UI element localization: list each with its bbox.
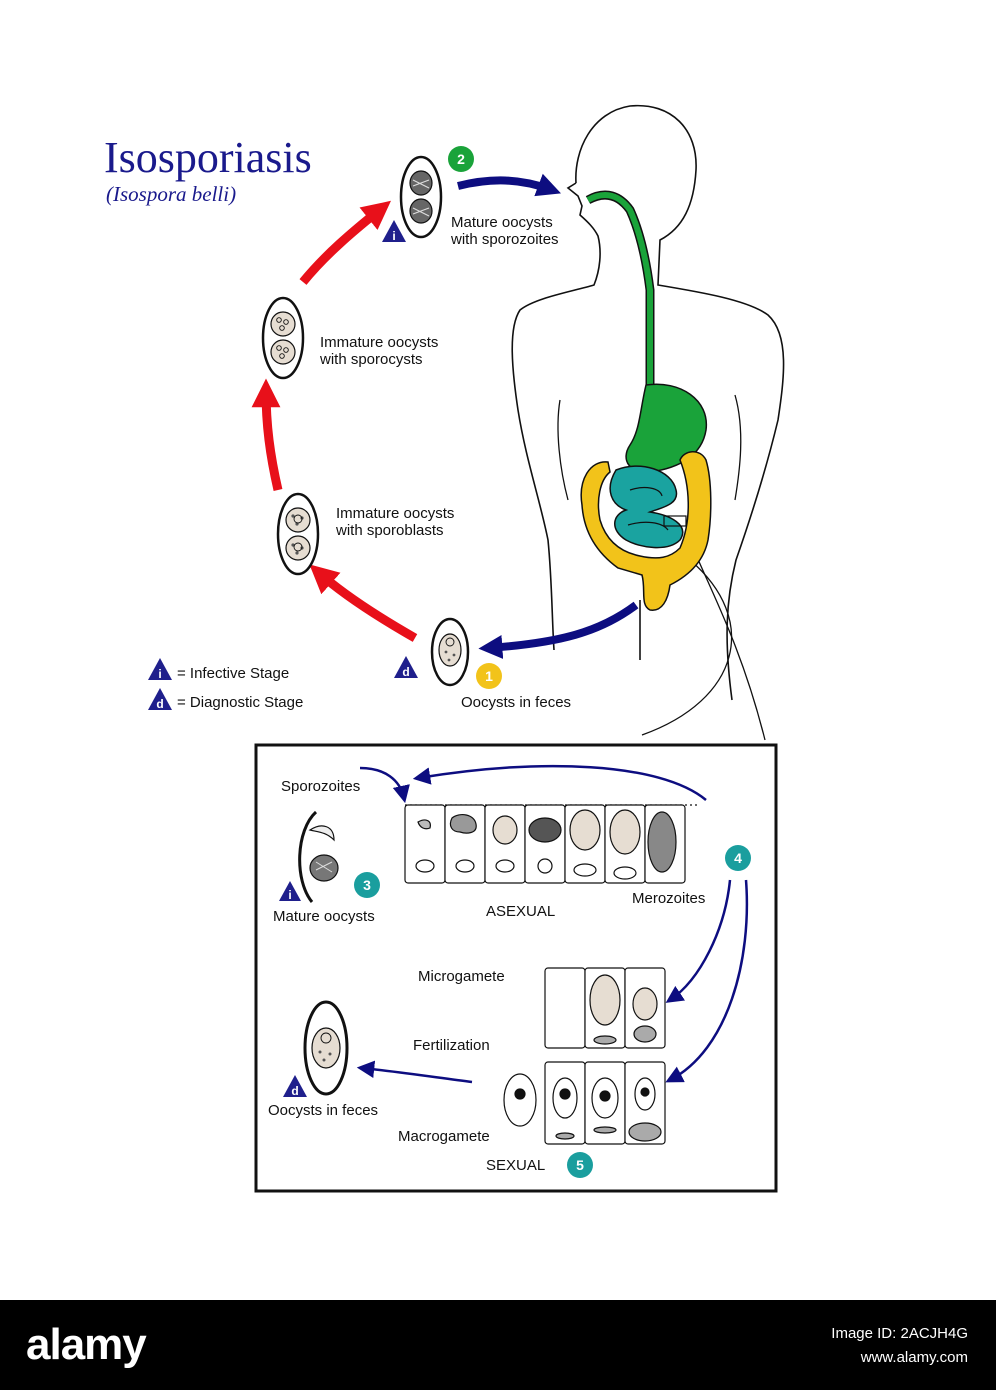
step-badge-4 — [725, 845, 751, 871]
label-macrogamete: Macrogamete — [398, 1128, 490, 1145]
infective-stage-icon — [382, 220, 406, 242]
site-url: www.alamy.com — [860, 1349, 968, 1366]
inset-oocyst-feces — [303, 1000, 349, 1096]
label-merozoites: Merozoites — [632, 890, 705, 907]
step-badge-2 — [448, 146, 474, 172]
svg-text:3: 3 — [363, 877, 371, 893]
image-code: Image ID: 2ACJH4G www.alamy.com — [831, 1322, 968, 1370]
intestinal-inset: ASEXUAL Sporozoites Mature oocysts i 3 M… — [254, 743, 778, 1193]
asexual-epithelium — [404, 804, 700, 884]
diagnostic-stage-icon — [394, 656, 418, 678]
digestive-tract — [580, 190, 712, 611]
svg-text:1: 1 — [485, 668, 493, 684]
cycle-arrows — [251, 200, 418, 642]
inset-arrows — [356, 764, 749, 1084]
flow-arrows — [457, 173, 639, 659]
step-badge-1 — [476, 663, 502, 689]
label-immature-sporoblasts-2: with sporoblasts — [335, 522, 444, 539]
svg-text:i: i — [158, 667, 161, 681]
label-inset-mature-oocysts: Mature oocysts — [273, 908, 375, 925]
label-sporozoites: Sporozoites — [281, 778, 360, 795]
immature-oocyst-sporocysts-diagram — [261, 296, 305, 380]
label-sexual: SEXUAL — [486, 1157, 545, 1174]
inset-mature-oocyst — [298, 810, 339, 903]
svg-text:i: i — [392, 229, 395, 243]
stock-footer: alamy Image ID: 2ACJH4G www.alamy.com — [0, 1300, 996, 1390]
svg-text:d: d — [402, 665, 409, 679]
label-immature-sporocysts-1: Immature oocysts — [320, 334, 438, 351]
label-asexual: ASEXUAL — [486, 903, 555, 920]
label-immature-sporoblasts-1: Immature oocysts — [336, 505, 454, 522]
label-mature-oocysts-1: Mature oocysts — [451, 214, 553, 231]
alamy-logo: alamy — [26, 1320, 147, 1369]
page-subtitle: (Isospora belli) — [106, 182, 236, 206]
oocyst-feces-diagram — [430, 617, 470, 687]
svg-text:2: 2 — [457, 151, 465, 167]
svg-text:5: 5 — [576, 1157, 584, 1173]
inset-diagnostic-icon — [283, 1075, 307, 1097]
life-cycle-diagram: Isosporiasis (Isospora belli) — [104, 104, 785, 1193]
large-intestine — [580, 451, 712, 611]
label-immature-sporocysts-2: with sporocysts — [319, 351, 423, 368]
svg-text:i: i — [288, 888, 291, 902]
label-inset-oocysts-feces: Oocysts in feces — [268, 1102, 378, 1119]
sexual-epithelium-upper — [544, 967, 666, 1049]
step-badge-3 — [354, 872, 380, 898]
image-id: Image ID: 2ACJH4G — [831, 1325, 968, 1342]
immature-oocyst-sporoblasts-diagram — [276, 492, 320, 576]
legend-infective-label: = Infective Stage — [177, 665, 289, 682]
legend-diagnostic-label: = Diagnostic Stage — [177, 694, 303, 711]
inset-infective-icon — [279, 881, 301, 901]
small-intestine — [609, 465, 684, 549]
label-microgamete: Microgamete — [418, 968, 505, 985]
svg-text:4: 4 — [734, 850, 742, 866]
legend: i = Infective Stage d = Diagnostic Stage — [148, 658, 303, 711]
svg-text:d: d — [291, 1084, 298, 1098]
label-oocysts-feces: Oocysts in feces — [461, 694, 571, 711]
label-fertilization: Fertilization — [413, 1037, 490, 1054]
legend-infective-icon — [148, 658, 172, 680]
page-title: Isosporiasis — [104, 133, 312, 182]
stomach — [625, 383, 708, 473]
legend-diagnostic-icon — [148, 688, 172, 710]
label-mature-oocysts-2: with sporozoites — [450, 231, 559, 248]
mature-oocyst-diagram — [399, 155, 443, 239]
human-silhouette — [511, 104, 785, 741]
sexual-epithelium-lower — [503, 1061, 666, 1145]
step-badge-5 — [567, 1152, 593, 1178]
svg-text:d: d — [156, 697, 163, 711]
